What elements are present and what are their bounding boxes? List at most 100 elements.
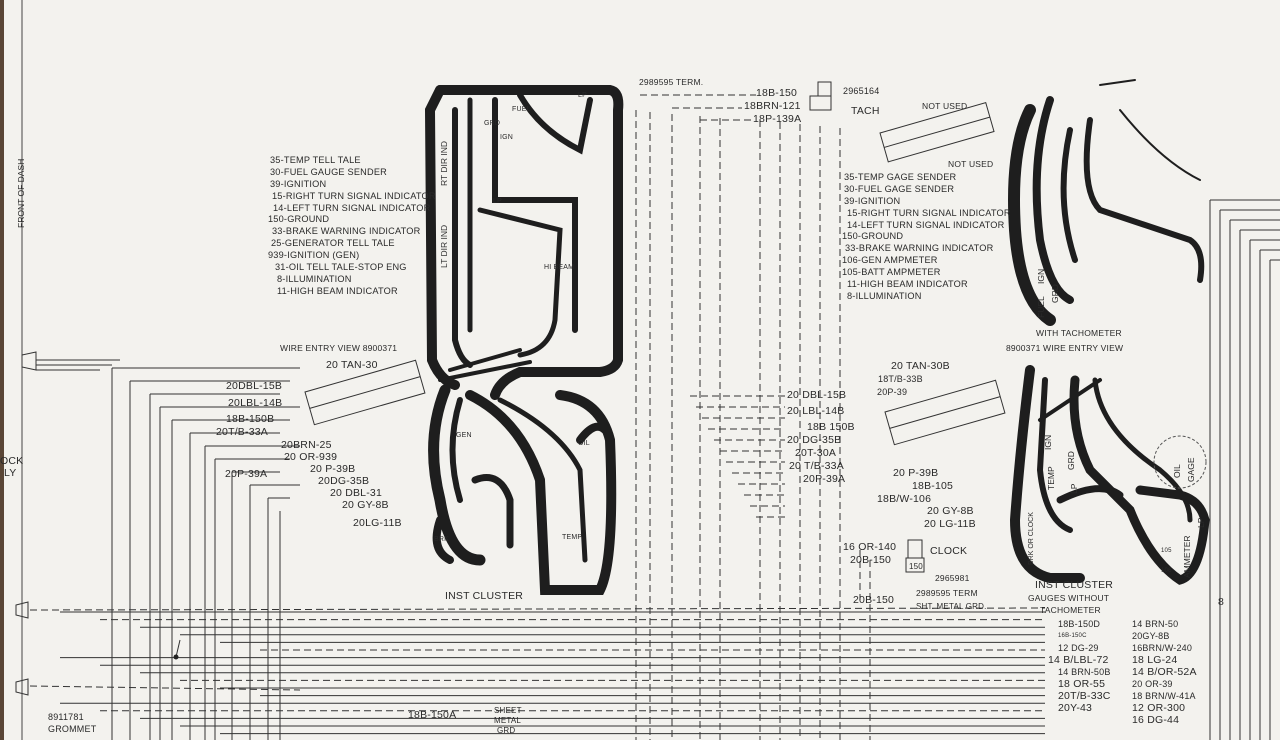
- wire-label: 20LG-11B: [353, 517, 402, 529]
- right-tach-cluster-circuit: [1008, 79, 1205, 326]
- with-tachometer-label: WITH TACHOMETER: [1036, 328, 1122, 338]
- wire-label: 18B-105: [912, 480, 954, 492]
- tach-wire-2: 18BRN-121: [744, 100, 801, 112]
- cluster-label: AMMETER: [1182, 535, 1192, 579]
- tach-part: 2965164: [843, 86, 880, 96]
- ground-sheet: SHEET: [494, 706, 522, 715]
- legend-item: 939-IGNITION (GEN): [268, 250, 360, 261]
- legend-item: 30-FUEL GAUGE SENDER: [270, 166, 387, 177]
- legend-item: 105-BATT AMPMETER: [842, 267, 941, 278]
- clock-wire-2: 20B-150: [850, 554, 892, 566]
- clock-pin: 150: [909, 562, 923, 571]
- wire-label: 20 P-39B: [893, 467, 939, 479]
- wire-label: 18B 150B: [807, 421, 855, 433]
- tach-term-label: 2989595 TERM.: [639, 77, 704, 87]
- cluster-label: TEMP: [562, 534, 583, 541]
- wire-label: 20 P-39B: [310, 463, 356, 475]
- wire-entry-right: 8900371 WIRE ENTRY VIEW: [1006, 343, 1124, 353]
- legend-item: 14-LEFT TURN SIGNAL INDICATOR: [847, 219, 1005, 230]
- legend-item: 31-OIL TELL TALE-STOP ENG: [275, 262, 407, 273]
- legend-item: 39-IGNITION: [270, 178, 327, 189]
- clock-wire-1: 16 OR-140: [843, 541, 897, 553]
- legend-item: 30-FUEL GAGE SENDER: [844, 183, 955, 194]
- wire-label: 12 OR-300: [1132, 702, 1186, 714]
- grommet-label: GROMMET: [48, 724, 97, 734]
- clock-grd: SHT. METAL GRD.: [916, 602, 987, 611]
- gage-label: GAGE: [1186, 457, 1196, 482]
- wire-label: 20 LBL-14B: [787, 405, 845, 417]
- wire-label: 14 B/OR-52A: [1132, 666, 1197, 678]
- ground-metal: METAL: [494, 716, 522, 725]
- front-of-dash-label: FRONT OF DASH: [16, 158, 26, 228]
- cluster-label: LP: [493, 198, 502, 205]
- cluster-label: 105: [1161, 548, 1172, 554]
- wire-label: 18 LG-24: [1132, 654, 1178, 666]
- wire-label: 16B-150C: [1058, 633, 1087, 639]
- oil-label: OIL: [1172, 464, 1182, 478]
- wire-label: 16BRN/W-240: [1132, 643, 1193, 653]
- wire-label: 20 OR-39: [1132, 679, 1173, 689]
- clock-part: 2965981: [935, 573, 970, 583]
- wire-label: 20LBL-14B: [228, 397, 283, 409]
- cluster-label: BRK: [434, 536, 449, 543]
- cluster-label: IGN: [1043, 434, 1053, 450]
- ground-wire: 18B-150A: [408, 709, 457, 721]
- cluster-label: TEMP: [1046, 466, 1056, 490]
- wire-label: 14 B/LBL-72: [1048, 654, 1109, 666]
- cluster-label: BRK OR CLOCK: [1028, 512, 1035, 565]
- legend-item: 150-GROUND: [268, 214, 330, 225]
- tach-wire-3: 18P-139A: [753, 113, 802, 125]
- wire-label: 20T-30A: [795, 447, 837, 459]
- wire-label: 20 GY-8B: [342, 499, 389, 511]
- wire: [29, 607, 1046, 611]
- legend-item: 25-GENERATOR TELL TALE: [271, 238, 395, 249]
- wire-label: 20 TAN-30B: [891, 360, 950, 372]
- cluster-label: 106: [1161, 568, 1172, 574]
- cluster-label: GRD: [1050, 284, 1060, 303]
- cluster-label: LT DIR IND: [439, 224, 449, 268]
- wire-label: 20 GY-8B: [927, 505, 974, 517]
- legend-item: 33-BRAKE WARNING INDICATOR: [845, 243, 994, 254]
- clock-term: 2989595 TERM: [916, 588, 978, 598]
- wire-label: 20 TAN-30: [326, 359, 378, 371]
- wire-label: 18 BRN/W-41A: [1132, 691, 1196, 701]
- wire-label: 18T/B-33B: [878, 374, 923, 384]
- wire-label: 20BRN-25: [281, 439, 332, 451]
- inst-cluster-right: INST CLUSTER: [1035, 579, 1114, 591]
- cluster-label: OIL: [578, 440, 590, 447]
- wire-label: 20P-39: [877, 387, 908, 397]
- wire: [175, 639, 181, 658]
- wire-label: 18B-150D: [1058, 619, 1101, 629]
- wire-label: 16 DG-44: [1132, 714, 1180, 726]
- grommet-part: 8911781: [48, 712, 84, 722]
- wire-label: 20DG-35B: [318, 475, 370, 487]
- cluster-label: GRD: [484, 120, 501, 127]
- legend-item: 39-IGNITION: [844, 195, 901, 206]
- gauges-without-label: GAUGES WITHOUT: [1028, 593, 1110, 603]
- left-cluster-legend: 35-TEMP TELL TALE 30-FUEL GAUGE SENDER 3…: [268, 155, 436, 298]
- clock-terminal: [907, 539, 923, 559]
- wire-label: 18B-150B: [226, 413, 275, 425]
- cluster-label: LP: [578, 92, 587, 99]
- wire-label: 18B/W-106: [877, 493, 932, 505]
- inst-cluster-left: INST CLUSTER: [445, 590, 524, 602]
- cluster-label: IGN: [500, 134, 514, 141]
- ground-grd: GRD: [497, 726, 516, 735]
- wire-label: 18 OR-55: [1058, 678, 1106, 690]
- wire-label: 20T/B-33A: [216, 426, 268, 438]
- connector-8-label: 8: [1218, 596, 1225, 608]
- legend-item: 35-TEMP GAGE SENDER: [844, 172, 957, 182]
- wire-label: 20 DBL-15B: [787, 389, 847, 401]
- wire-label: 14 BRN-50B: [1058, 667, 1111, 677]
- wire-label: 20GY-8B: [1132, 631, 1170, 641]
- legend-item: 11-HIGH BEAM INDICATOR: [277, 285, 398, 296]
- legend-item: 15-RIGHT TURN SIGNAL INDICATOR: [272, 190, 436, 201]
- cluster-label: FUEL: [512, 106, 531, 113]
- wire-label: 20 LG-11B: [924, 518, 976, 530]
- wire-label: 20P-39A: [803, 473, 846, 485]
- cluster-label: HI BEAM: [544, 264, 575, 271]
- legend-item: 35-TEMP TELL TALE: [270, 155, 361, 165]
- cluster-label: LP: [1196, 517, 1206, 528]
- cluster-label: GRD: [1066, 451, 1076, 470]
